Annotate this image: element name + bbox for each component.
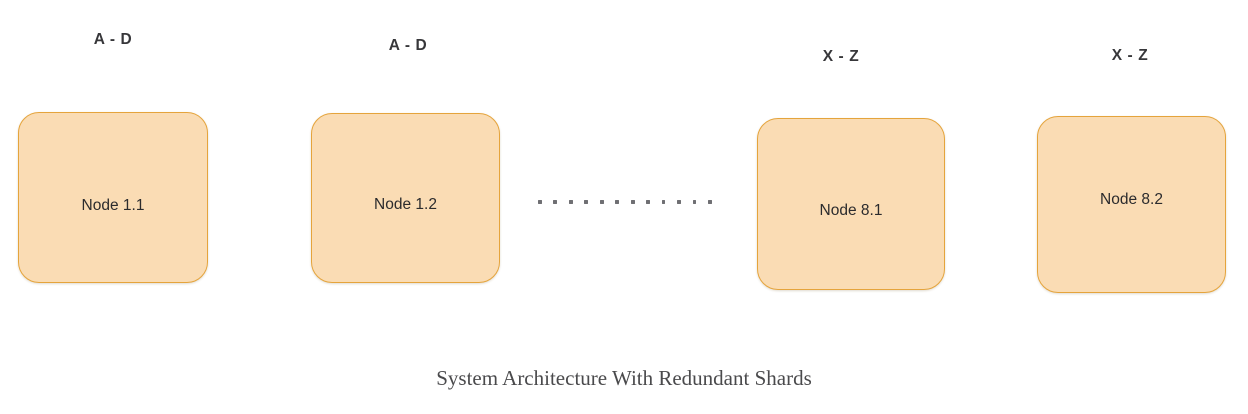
node-label-node-1-2: Node 1.2 <box>374 196 437 213</box>
connector-dot <box>692 200 697 204</box>
connector-dot <box>568 200 573 204</box>
connector-dot <box>615 200 620 204</box>
connector-dot <box>630 200 635 204</box>
shard-label-node-1-1: A - D <box>93 31 133 48</box>
connector-dot <box>553 200 558 204</box>
node-label-node-8-1: Node 8.1 <box>819 202 883 219</box>
connector-dot <box>538 200 542 204</box>
node-box-node-8-1[interactable]: Node 8.1 <box>757 118 945 290</box>
connector-dot <box>599 200 604 204</box>
shard-label-node-8-2: X - Z <box>1111 47 1149 64</box>
figure-caption: System Architecture With Redundant Shard… <box>436 366 812 390</box>
dotted-connector-icon <box>538 198 712 206</box>
shard-label-node-1-2: A - D <box>388 37 428 54</box>
node-label-node-1-1: Node 1.1 <box>81 197 145 214</box>
connector-dot <box>677 200 681 204</box>
node-box-node-8-2[interactable]: Node 8.2 <box>1037 116 1226 293</box>
connector-dot <box>646 200 650 204</box>
node-box-node-1-1[interactable]: Node 1.1 <box>18 112 208 283</box>
connector-dot <box>708 200 712 204</box>
node-label-node-8-2: Node 8.2 <box>1100 191 1163 208</box>
shard-label-node-8-1: X - Z <box>822 48 860 65</box>
connector-dot <box>661 200 666 204</box>
node-box-node-1-2[interactable]: Node 1.2 <box>311 113 500 283</box>
connector-dot <box>584 200 589 204</box>
